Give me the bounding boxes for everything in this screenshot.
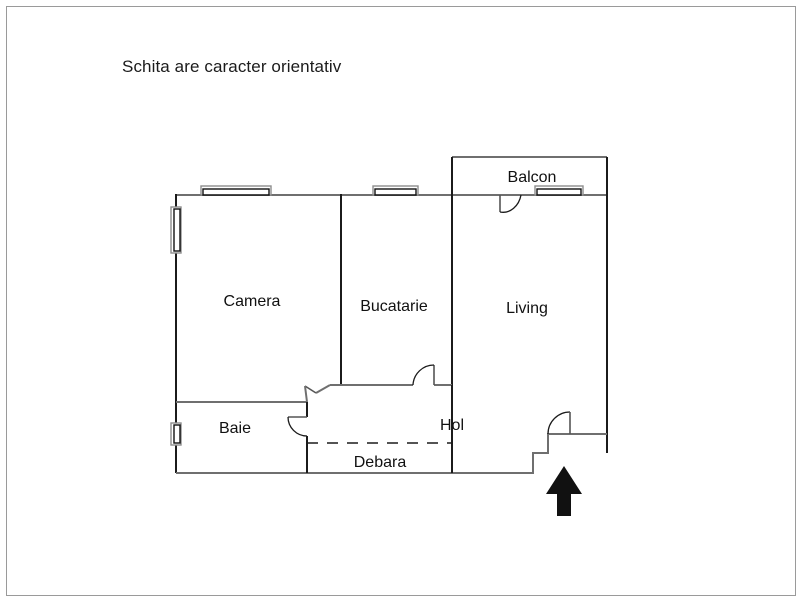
room-label-balcon: Balcon: [508, 169, 557, 186]
door-arc-balcon: [499, 194, 522, 213]
door-arc-bucatarie: [412, 364, 435, 386]
window-bucatarie-top: [372, 185, 419, 196]
room-label-hol: Hol: [440, 417, 464, 434]
window-baie-left: [170, 422, 182, 446]
camera-door-jog-upper: [315, 384, 331, 394]
room-label-camera: Camera: [224, 293, 281, 310]
page-title: Schita are caracter orientativ: [122, 57, 342, 76]
window-camera-top: [200, 185, 272, 196]
camera-door-leaf: [304, 385, 317, 394]
wall-bucatarie-hol: [330, 364, 452, 386]
entrance-arrow: [546, 466, 582, 516]
room-label-bucatarie: Bucatarie: [360, 298, 428, 315]
entrance-stepped-wall: [510, 433, 607, 474]
room-label-debara: Debara: [354, 454, 407, 471]
camera-door-jamb: [304, 385, 308, 403]
window-living-top: [534, 185, 584, 196]
door-camera-hol: [304, 384, 331, 403]
room-label-living: Living: [506, 300, 548, 317]
window-camera-left: [170, 206, 182, 254]
door-arc-entrance: [547, 411, 571, 435]
door-balcon: [499, 194, 522, 213]
door-arc-baie: [287, 416, 308, 437]
room-label-baie: Baie: [219, 420, 251, 437]
door-entrance: [547, 411, 571, 435]
wall-baie-right: [287, 402, 308, 473]
